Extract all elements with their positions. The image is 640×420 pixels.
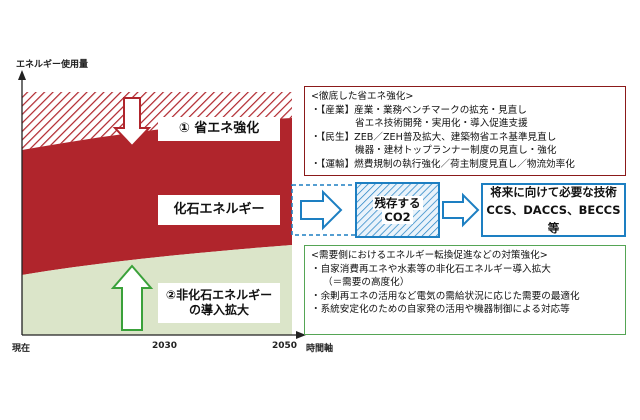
- demand-item: ・系統安定化のための自家発の活用や機器制御による対応等: [311, 304, 570, 316]
- non-fossil-label-line1: ②非化石エネルギー: [165, 288, 273, 302]
- fossil-label: 化石エネルギー: [158, 195, 280, 225]
- x-tick-2030: 2030: [152, 341, 178, 351]
- demand-measures-box: <需要側におけるエネルギー転換促進などの対策強化> ・自家消費再エネや水素等の非…: [304, 245, 626, 335]
- efficiency-label: ① 省エネ強化: [158, 117, 280, 141]
- demand-item: （＝需要の高度化）: [323, 277, 410, 289]
- residual-co2-line1: 残存する: [372, 196, 423, 210]
- efficiency-arrow: [112, 97, 152, 148]
- future-tech-line1: 将来に向けて必要な技術: [490, 185, 617, 199]
- x-axis-label: 時間軸: [306, 344, 334, 354]
- non-fossil-label: ②非化石エネルギー の導入拡大: [158, 283, 280, 323]
- efficiency-measures-box: <徹底した省エネ強化> ・【産業】産業・業務ベンチマークの拡充・見直し 省エネ技…: [304, 86, 626, 176]
- efficiency-item: ・【産業】産業・業務ベンチマークの拡充・見直し: [311, 104, 527, 116]
- demand-box-title: <需要側におけるエネルギー転換促進などの対策強化>: [311, 250, 548, 261]
- efficiency-item: 省エネ技術開発・実用化・導入促進支援: [355, 118, 528, 130]
- y-axis-arrowhead: [18, 70, 26, 80]
- fossil-area: [22, 118, 292, 275]
- efficiency-area: [22, 92, 292, 150]
- efficiency-item: ・【民生】ZEB／ZEH普及拡大、建築物省エネ基準見直し: [311, 131, 557, 143]
- efficiency-box-title: <徹底した省エネ強化>: [311, 91, 414, 102]
- x-tick-now: 現在: [12, 344, 31, 354]
- x-tick-2050: 2050: [272, 341, 298, 351]
- efficiency-item: ・【運輸】燃費規制の執行強化／荷主制度見直し／物流効率化: [311, 158, 575, 170]
- future-tech-box: 将来に向けて必要な技術 CCS、DACCS、BECCS等: [481, 183, 626, 237]
- residual-co2-box: [355, 182, 440, 238]
- demand-item: ・自家消費再エネや水素等の非化石エネルギー導入拡大: [311, 263, 551, 275]
- future-tech-line2: CCS、DACCS、BECCS等: [486, 203, 621, 235]
- to-storage-arrow: [300, 189, 343, 231]
- efficiency-item: 機器・建材トップランナー制度の見直し・強化: [355, 145, 557, 157]
- residual-co2-label: 残存する CO2: [356, 183, 439, 237]
- non-fossil-arrow: [110, 264, 154, 331]
- to-tech-arrow: [442, 192, 480, 228]
- residual-co2-line2: CO2: [382, 210, 413, 224]
- demand-item: ・余剰再エネの活用など電気の需給状況に応じた需要の最適化: [311, 290, 580, 302]
- non-fossil-label-line2: の導入拡大: [188, 303, 249, 317]
- x-axis-arrowhead: [296, 331, 306, 339]
- y-axis-label: エネルギー使用量: [16, 60, 89, 70]
